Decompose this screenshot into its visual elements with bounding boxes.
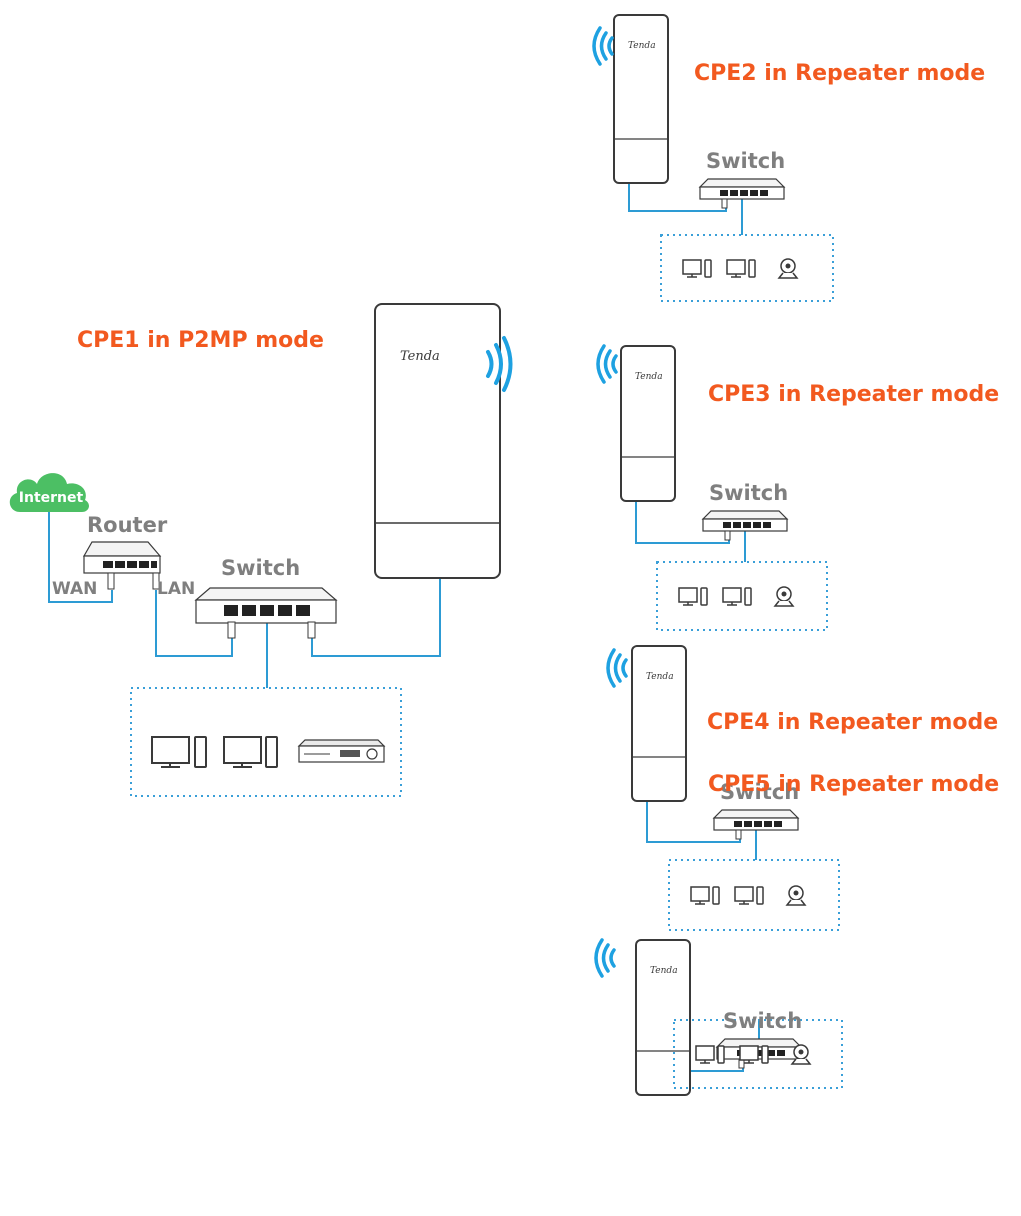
switch-cpe1-cable [311, 578, 441, 657]
cpe4-ip-camera-icon [785, 885, 807, 906]
wan-label: WAN [52, 579, 98, 599]
cpe5-device [635, 939, 691, 1096]
cpe3-title: CPE3 in Repeater mode [708, 382, 1000, 407]
cpe3-cables [635, 501, 746, 562]
cpe4-computer-icon-2 [734, 886, 764, 905]
cpe3-wifi-icon [596, 344, 618, 384]
cpe1-title: CPE1 in P2MP mode [77, 328, 324, 353]
internet-router-cable [48, 510, 113, 603]
cpe2-switch-icon [698, 178, 786, 209]
cpe4-clients-box [668, 859, 840, 931]
nvr-icon [297, 739, 386, 763]
cpe1-wifi-icon [486, 336, 513, 392]
internet-label: Internet [18, 490, 84, 506]
cpe4-computer-icon-1 [690, 886, 720, 905]
main-cables [48, 510, 441, 688]
cpe4-wifi-icon [606, 648, 628, 688]
repeater-layer [592, 14, 843, 1096]
cpe4-device [631, 645, 687, 802]
cpe3-switch-label: Switch [709, 481, 789, 505]
main-switch-label: Switch [221, 556, 301, 580]
cpe5-wifi-icon [594, 938, 616, 978]
router-switch-cable [155, 590, 233, 657]
cpe5-clients-box [673, 1019, 843, 1089]
main-computer-icon-1 [151, 736, 207, 768]
cpe5-computer-icon-1 [695, 1045, 725, 1064]
cpe2-title: CPE2 in Repeater mode [694, 61, 986, 86]
cpe2-device [613, 14, 669, 184]
cpe1-device [374, 303, 501, 579]
cpe5-brand-logo: Tenda [650, 966, 678, 976]
cpe5-title: CPE5 in Repeater mode [708, 772, 1000, 797]
cpe3-clients-box [656, 561, 828, 631]
cpe1-brand-logo: Tenda [400, 349, 440, 364]
cpe3-brand-logo: Tenda [635, 372, 663, 382]
cpe2-clients-box [660, 234, 834, 302]
cpe3-ip-camera-icon [773, 586, 795, 607]
internet-cloud-icon [9, 473, 89, 512]
cpe2-wifi-icon [592, 26, 614, 66]
main-computer-icon-2 [223, 736, 278, 768]
cpe4-brand-logo: Tenda [646, 672, 674, 682]
cpe5-group [594, 938, 843, 1096]
cpe3-device [620, 345, 676, 502]
cpe3-group [596, 344, 828, 631]
cpe3-computer-icon-1 [678, 587, 708, 606]
main-clients-box [130, 687, 402, 797]
cpe3-computer-icon-2 [722, 587, 752, 606]
cpe2-cables [628, 183, 743, 235]
cpe5-switch-icon [715, 1038, 803, 1069]
cpe2-computer-icon-1 [682, 259, 712, 278]
cpe4-title: CPE4 in Repeater mode [707, 710, 999, 735]
cpe2-group [592, 14, 834, 302]
router-label: Router [87, 513, 168, 537]
cpe5-ip-camera-icon [790, 1044, 812, 1065]
router-icon [82, 541, 162, 590]
cpe5-switch-label: Switch [723, 1009, 803, 1033]
cpe3-to-switch-cable [635, 501, 730, 544]
cpe4-cables [646, 801, 757, 860]
cpe4-switch-icon [712, 809, 800, 840]
lan-label: LAN [157, 579, 196, 599]
cpe3-switch-icon [701, 510, 789, 541]
cpe2-switch-label: Switch [706, 149, 786, 173]
cpe2-computer-icon-2 [726, 259, 756, 278]
cpe2-ip-camera-icon [777, 258, 799, 279]
cpe2-brand-logo: Tenda [628, 41, 656, 51]
cpe4-switch-label: Switch [720, 780, 800, 804]
main-switch-icon [194, 587, 338, 639]
cpe4-group [606, 645, 840, 931]
cpe2-to-switch-cable [628, 183, 727, 212]
cpe5-computer-icon-2 [739, 1045, 769, 1064]
cpe4-to-switch-cable [646, 801, 741, 843]
